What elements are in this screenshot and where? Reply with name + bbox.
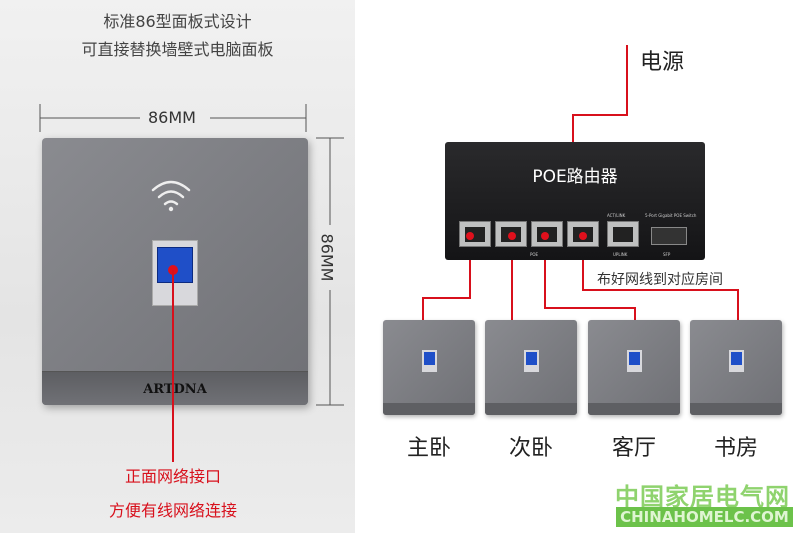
wiring-lines bbox=[422, 45, 739, 320]
sfp-port bbox=[651, 227, 687, 245]
room-label-living-room: 客厅 bbox=[611, 436, 656, 461]
port-pointer bbox=[168, 265, 178, 462]
wiring-note: 布好网线到对应房间 bbox=[597, 272, 723, 288]
room-panel-4 bbox=[690, 320, 782, 415]
room-label-second-bedroom: 次卧 bbox=[508, 436, 553, 461]
width-dimension: 86MM bbox=[148, 108, 196, 127]
title-line-1: 标准86型面板式设计 bbox=[103, 12, 252, 31]
watermark-en: CHINAHOMELC.COM bbox=[616, 507, 793, 527]
switch-label: POE路由器 bbox=[532, 167, 618, 187]
switch-model-label: 5-Port Gigabit POE Switch bbox=[645, 213, 697, 218]
wifi-icon bbox=[151, 180, 191, 212]
caption-line-2: 方便有线网络连接 bbox=[108, 501, 237, 520]
poe-port-1 bbox=[459, 221, 491, 247]
caption-line-1: 正面网络接口 bbox=[124, 467, 221, 486]
power-label: 电源 bbox=[640, 50, 685, 75]
poe-label: POE bbox=[530, 252, 539, 257]
panel-product-view: 标准86型面板式设计 可直接替换墙壁式电脑面板 86MM 86MM ARTDNA… bbox=[0, 0, 355, 533]
room-panel-2 bbox=[485, 320, 577, 415]
room-label-master-bedroom: 主卧 bbox=[406, 436, 451, 461]
dimension-lines bbox=[39, 104, 344, 406]
title-line-2: 可直接替换墙壁式电脑面板 bbox=[81, 40, 274, 59]
brand-logo: ARTDNA bbox=[143, 382, 207, 397]
poe-switch: POE路由器 ACT/LINK 5-Port Gigabit POE Switc… bbox=[445, 142, 705, 260]
uplink-port bbox=[607, 221, 639, 247]
sfp-label: SFP bbox=[663, 252, 671, 257]
room-panel-3 bbox=[588, 320, 680, 415]
watermark-cn: 中国家居电气网 bbox=[615, 483, 790, 511]
rj45-port bbox=[152, 240, 198, 306]
room-label-study: 书房 bbox=[713, 436, 758, 461]
room-panel-1 bbox=[383, 320, 475, 415]
uplink-label: UPLINK bbox=[613, 252, 628, 257]
act-link-label: ACT/LINK bbox=[607, 213, 626, 218]
